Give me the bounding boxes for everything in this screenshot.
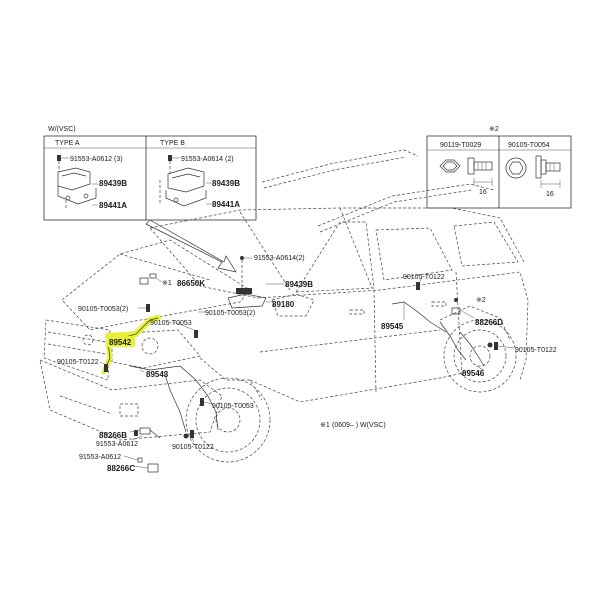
leader-lines (99, 257, 515, 469)
type-a-sensor-label: 89441A (99, 201, 127, 210)
roof-rail-rear (317, 183, 495, 227)
bracket-88266c (137, 457, 159, 473)
bolt-icon (190, 430, 194, 438)
callout-90105-t0122-right-top: 90105-T0122 (403, 274, 445, 281)
callout-90105-t0122-right: 90105-T0122 (515, 347, 557, 354)
harness-89543 (129, 365, 219, 431)
type-b-title: TYPE B (160, 140, 185, 147)
flange-bolt-icon (505, 155, 561, 188)
fastener-right-dim: 16 (546, 191, 554, 198)
callout-91553-a0612-mid: 91553-A0612 (96, 441, 138, 448)
rear-wheel-sensor (487, 342, 493, 348)
fog-lamp (119, 403, 139, 417)
footnote: ※1 (0609– ) W(VSC) (320, 422, 386, 429)
front-wheel-sensor (183, 433, 189, 439)
callout-91553-a0614-2: 91553-A0614(2) (254, 255, 305, 262)
footnote-text: (0609– ) W(VSC) (332, 422, 386, 429)
hex-bolt-icon (439, 157, 493, 186)
harness-89545 (391, 301, 447, 333)
front-door-handle (349, 309, 365, 315)
fastener-inset: ※2 90119-T0029 90105-T0054 16 (426, 126, 572, 209)
callout-89439b: 89439B (285, 280, 313, 289)
bolt-icon (200, 398, 204, 406)
type-a-bracket-label: 89439B (99, 179, 127, 188)
callout-88266b: 88266B (99, 431, 127, 440)
callout-91553-a0612-low: 91553-A0612 (79, 454, 121, 461)
type-b-sensor-label: 89441A (212, 200, 240, 209)
bracket-88266b (139, 427, 161, 439)
type-b-bracket-label: 89439B (212, 179, 240, 188)
type-b-bolt-label: 91553-A0614 (2) (181, 156, 234, 163)
callout-89546: 89546 (462, 369, 485, 378)
body-side (257, 271, 529, 381)
callout-90105-t0122-low: 90105-T0122 (172, 444, 214, 451)
fastener-left-part: 90119-T0029 (440, 142, 481, 149)
vsc-inset: W/(VSC) TYPE A 91553-A0612 (3) 89439B 89… (43, 126, 257, 221)
callout-89543: 89543 (146, 370, 169, 379)
bolt-icon (416, 282, 420, 290)
type-b-bracket-drawing (159, 155, 207, 207)
quarter-window (453, 221, 519, 267)
roof-line (149, 207, 525, 263)
bolt-icon (134, 430, 138, 436)
callout-89545: 89545 (381, 322, 404, 331)
headlight (111, 329, 201, 369)
fastener-right-part: 90105-T0054 (508, 142, 550, 149)
callout-mark2: ※2 (476, 297, 486, 304)
type-a-bolt-label: 91553-A0612 (3) (70, 156, 123, 163)
yaw-rate-sensor (227, 256, 267, 309)
callout-90105-t0122-left: 90105-T0122 (57, 359, 99, 366)
type-a-bracket-drawing (57, 155, 97, 210)
fastener-left-dim: 16 (479, 189, 487, 196)
inset-header: W/(VSC) (48, 126, 76, 133)
callout-89542: 89542 (109, 338, 132, 347)
harness-89546 (459, 331, 485, 367)
sensor-86650k (139, 273, 157, 285)
fastener-header: ※2 (489, 126, 499, 133)
rear-door-handle (431, 301, 447, 307)
roof-rail-front (261, 149, 419, 183)
bolt-icon (494, 342, 498, 350)
callout-90105-t0053-mid: 90105-T0053 (150, 320, 192, 327)
callout-89542-highlight (107, 336, 135, 347)
bolt-icon (194, 330, 198, 338)
front-window (295, 221, 375, 293)
rear-window (375, 227, 453, 281)
callout-90105-t0053-2-left: 90105-T0053(2) (78, 306, 128, 313)
footnote-mark: ※1 (320, 422, 330, 429)
front-fender (199, 357, 263, 401)
front-bumper (39, 359, 223, 441)
callout-88266c: 88266C (107, 464, 135, 473)
front-wheel (185, 377, 271, 463)
bolt-icon (146, 304, 150, 312)
callout-90105-t0053-2-mid: 90105-T0053(2) (205, 310, 255, 317)
sensor-harnesses (101, 256, 498, 473)
emblem (82, 334, 94, 346)
callout-labels: 91553-A0614(2) ※1 86650K 89439B 90105-T0… (57, 255, 557, 473)
bracket-88266d (451, 298, 461, 315)
callout-90105-t0053-low: 90105-T0053 (212, 403, 254, 410)
callout-86650k-mark: ※1 (162, 280, 172, 287)
callout-89180: 89180 (272, 300, 295, 309)
hood (61, 239, 251, 331)
side-mirror (271, 293, 315, 317)
bolt-icon (104, 364, 108, 372)
type-a-title: TYPE A (55, 140, 80, 147)
callout-88266d: 88266D (475, 318, 503, 327)
grille (43, 319, 111, 381)
inset-arrow-icon (145, 219, 237, 273)
callout-86650k: 86650K (177, 279, 205, 288)
rear-wheel (443, 319, 517, 393)
